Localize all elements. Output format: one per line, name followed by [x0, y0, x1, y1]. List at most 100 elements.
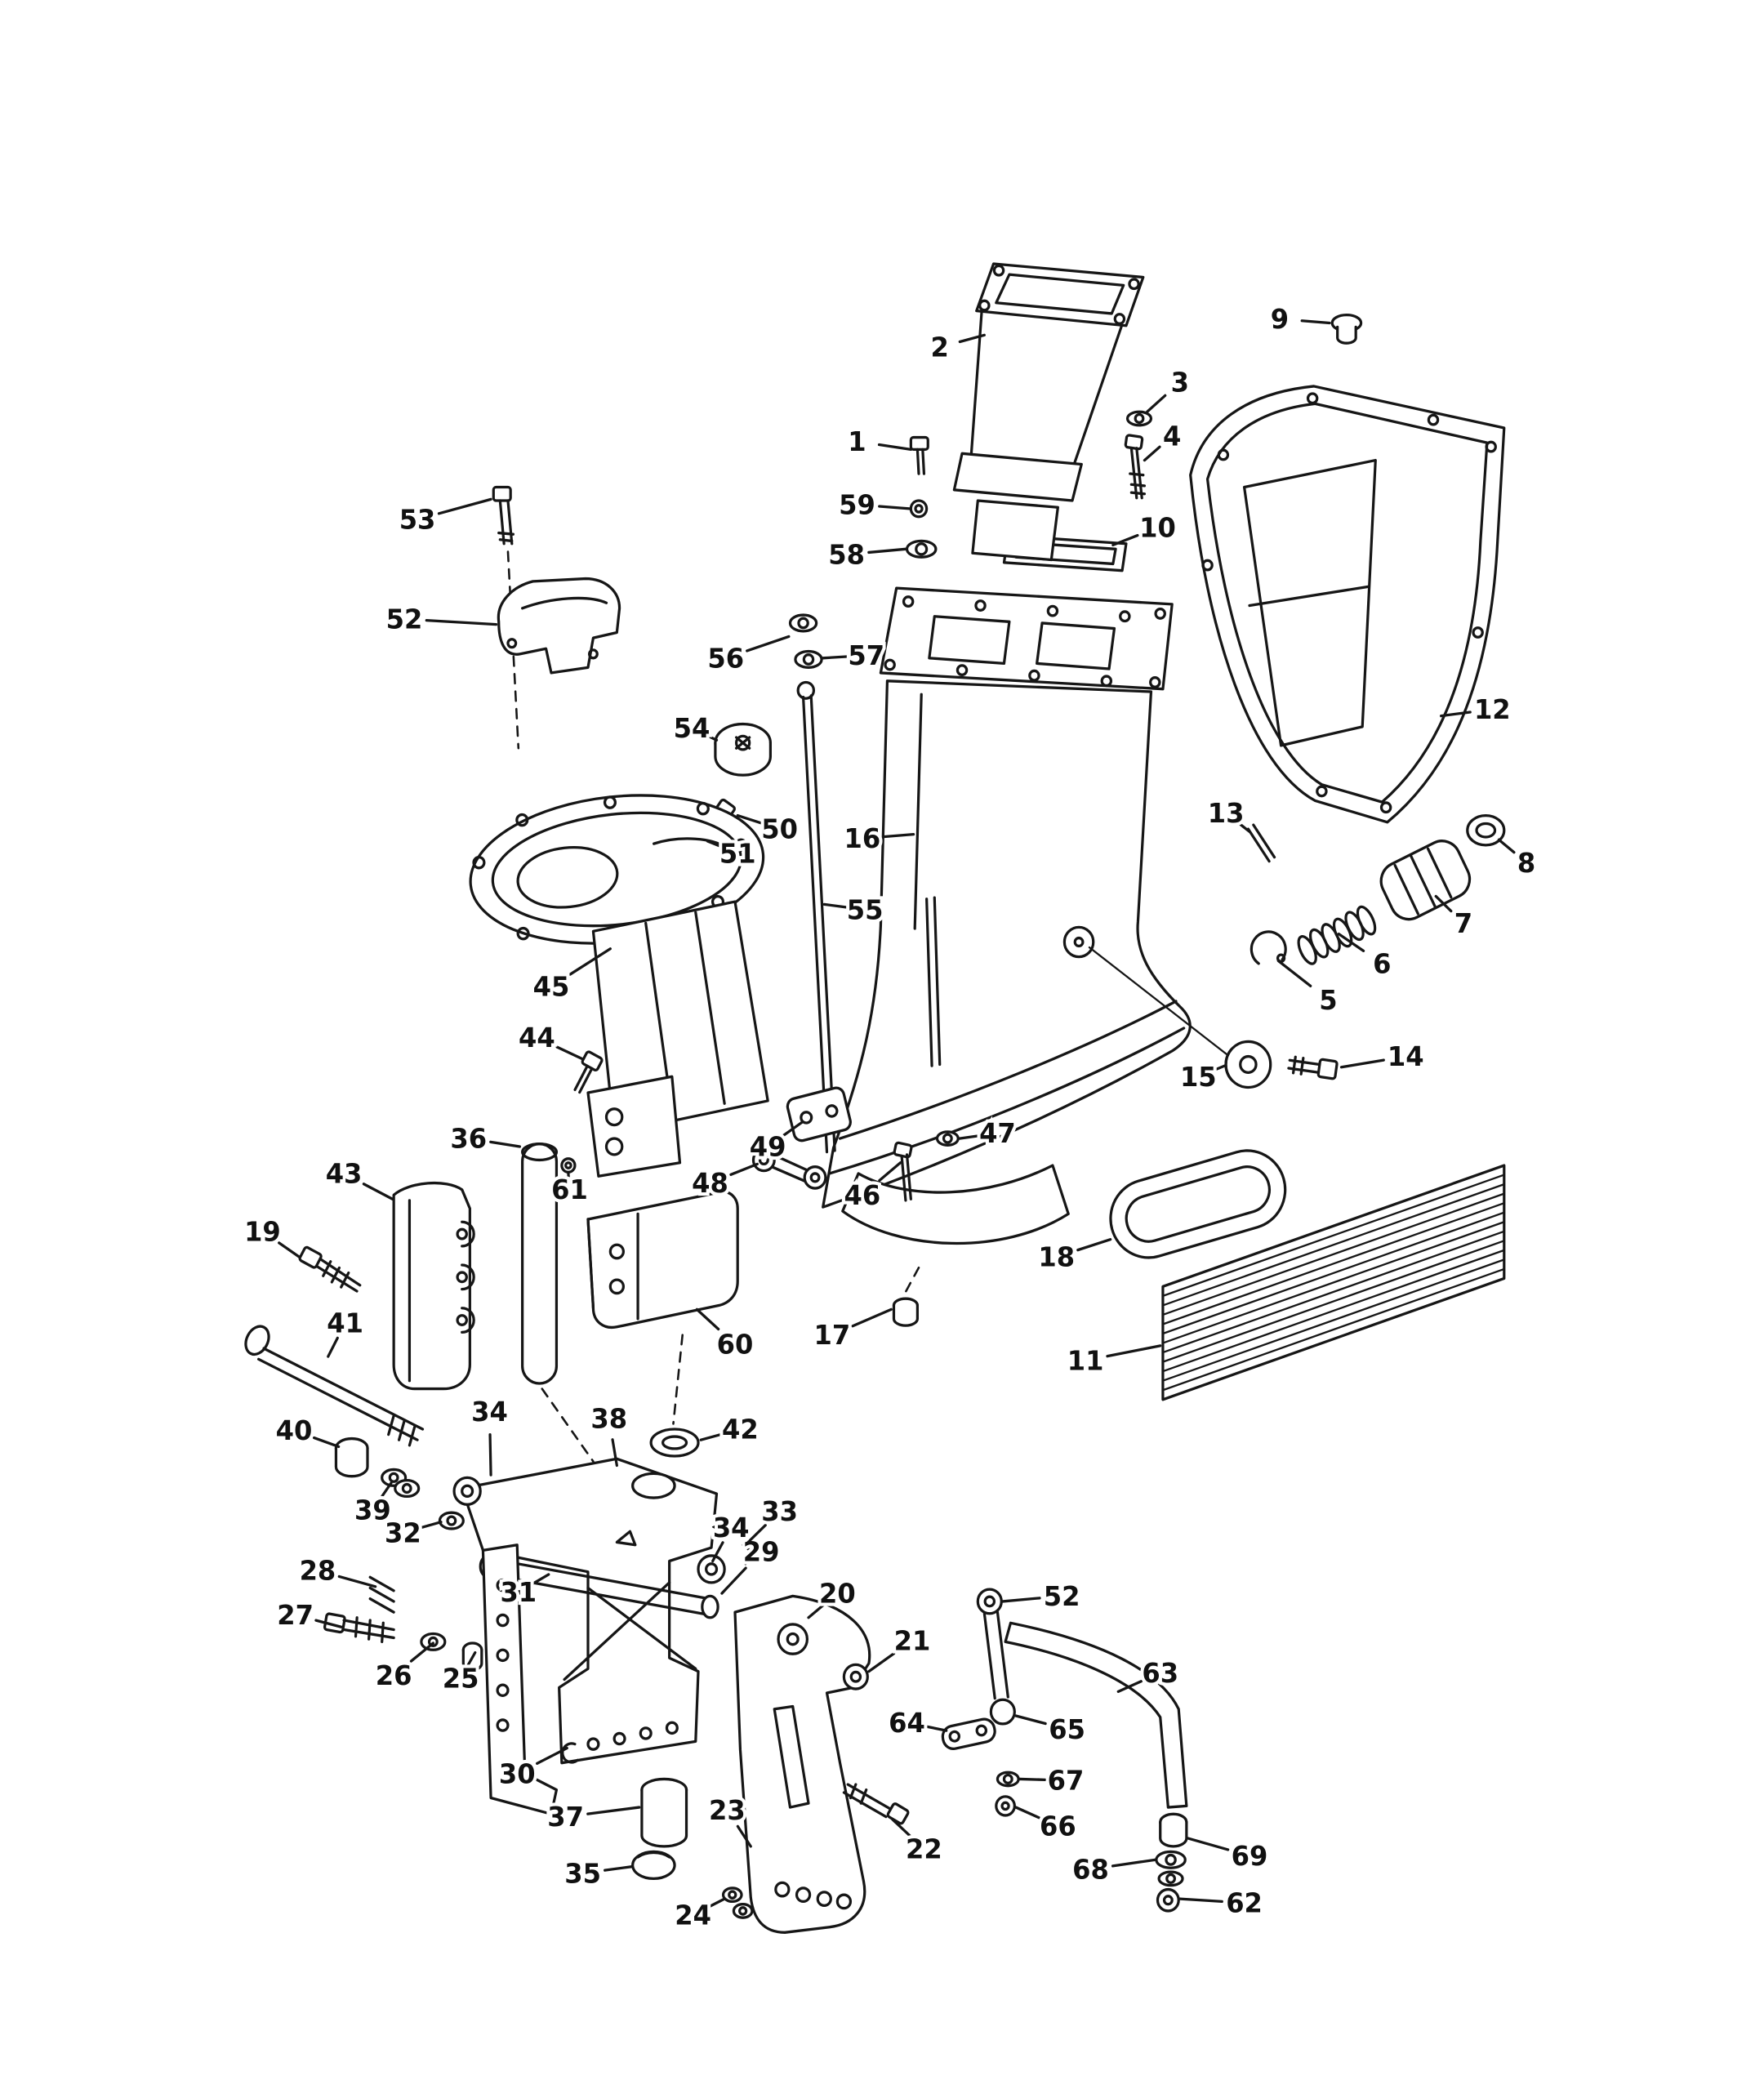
part-59-nut — [909, 499, 929, 519]
part-38-swivel-bracket — [452, 1457, 726, 1765]
callout-leader-68 — [1111, 1858, 1156, 1868]
part-22-bolt — [842, 1783, 910, 1825]
callout-label-53: 53 — [399, 504, 436, 535]
callout-leader-52 — [1001, 1597, 1041, 1603]
callout-leader-34 — [488, 1432, 492, 1477]
callout-leader-16 — [883, 833, 915, 839]
callout-leader-56 — [746, 635, 791, 653]
part-33-clip — [742, 1543, 755, 1566]
callout-label-31: 31 — [500, 1577, 537, 1608]
callout-leader-57 — [822, 655, 849, 660]
callout-leader-45 — [568, 947, 612, 976]
part-48-link — [751, 1147, 827, 1190]
part-35-cap — [631, 1850, 676, 1881]
callout-leader-14 — [1339, 1058, 1385, 1069]
callout-leader-58 — [867, 547, 907, 555]
callout-leader-19 — [278, 1241, 301, 1258]
callout-leader-25 — [466, 1650, 477, 1668]
part-11-striped-plate — [1161, 1164, 1506, 1401]
callout-label-65: 65 — [1049, 1714, 1085, 1745]
callout-label-61: 61 — [551, 1174, 588, 1205]
part-16-driveshaft-housing — [822, 586, 1232, 1245]
callout-label-5: 5 — [1319, 985, 1337, 1016]
callout-label-3: 3 — [1171, 367, 1189, 398]
callout-label-33: 33 — [761, 1496, 798, 1527]
callout-label-51: 51 — [719, 838, 756, 869]
callout-label-30: 30 — [499, 1758, 536, 1789]
part-56-57-washers — [788, 613, 823, 669]
part-20-stern-bracket — [733, 1594, 871, 1934]
callout-label-26: 26 — [376, 1660, 412, 1691]
callout-leader-17 — [851, 1307, 893, 1328]
callout-leader-10 — [1111, 533, 1139, 547]
callout-leader-62 — [1178, 1897, 1223, 1903]
callout-label-17: 17 — [814, 1320, 851, 1351]
callout-label-59: 59 — [839, 489, 875, 520]
callout-leader-43 — [362, 1183, 394, 1200]
callout-label-41: 41 — [327, 1307, 363, 1339]
callout-leader-21 — [867, 1652, 896, 1673]
callout-leader-33 — [746, 1523, 767, 1544]
callout-leader-23 — [736, 1824, 752, 1848]
callout-label-52: 52 — [386, 604, 423, 635]
callout-leader-4 — [1143, 445, 1161, 462]
callout-leader-51 — [706, 840, 726, 849]
part-49-plate — [786, 1086, 852, 1143]
callout-label-32: 32 — [385, 1517, 421, 1548]
part-43-bracket — [392, 1181, 475, 1391]
callout-label-24: 24 — [675, 1900, 711, 1931]
callout-leader-27 — [314, 1619, 343, 1628]
callout-label-20: 20 — [819, 1578, 856, 1609]
callout-label-60: 60 — [717, 1329, 754, 1360]
callout-leader-41 — [327, 1336, 339, 1358]
callout-label-23: 23 — [709, 1795, 746, 1826]
callout-leader-69 — [1186, 1837, 1230, 1851]
callout-leader-36 — [489, 1140, 522, 1148]
steering-link-hardware — [941, 1588, 1020, 1817]
part-13-pin — [1246, 823, 1276, 863]
callout-leader-66 — [1014, 1806, 1040, 1820]
callout-leader-67 — [1018, 1777, 1047, 1782]
part-52-mount-cover — [497, 577, 621, 675]
part-41-through-bolt — [244, 1325, 425, 1447]
callout-label-47: 47 — [979, 1118, 1016, 1149]
callout-leader-20 — [807, 1602, 826, 1619]
callout-label-58: 58 — [828, 539, 865, 570]
callout-label-56: 56 — [707, 643, 744, 674]
part-53-bolt — [492, 485, 515, 546]
callout-leader-30 — [536, 1746, 568, 1765]
callout-leader-5 — [1276, 959, 1312, 988]
callout-label-9: 9 — [1271, 304, 1289, 335]
callout-label-1: 1 — [848, 426, 866, 457]
part-44-bolt — [573, 1050, 604, 1094]
callout-leader-13 — [1235, 820, 1251, 834]
callout-label-48: 48 — [692, 1168, 728, 1199]
callout-label-45: 45 — [533, 971, 570, 1002]
callout-label-6: 6 — [1373, 948, 1391, 979]
callout-label-44: 44 — [519, 1022, 555, 1053]
callout-label-68: 68 — [1072, 1854, 1109, 1885]
part-58-washer — [905, 539, 938, 559]
callout-leader-1 — [877, 443, 912, 452]
part-42-seal — [649, 1428, 700, 1458]
part-47-washer — [935, 1130, 960, 1147]
callout-leader-47 — [958, 1134, 982, 1140]
part-5-circlip — [1250, 930, 1287, 965]
callout-label-16: 16 — [844, 823, 881, 854]
part-21-nut — [842, 1663, 869, 1690]
callout-leader-24 — [706, 1897, 726, 1909]
callout-label-15: 15 — [1180, 1061, 1217, 1092]
callout-label-62: 62 — [1226, 1887, 1263, 1918]
part-60-mount-bracket — [586, 1190, 739, 1330]
tilt-lock-hardware — [323, 1575, 483, 1672]
callout-leader-35 — [604, 1864, 635, 1872]
exploded-parts-drawing: 1234567891011121314151617181920212223242… — [241, 262, 1539, 1935]
part-32-washer — [438, 1511, 465, 1530]
callout-leader-11 — [1106, 1344, 1162, 1358]
callout-label-69: 69 — [1232, 1841, 1268, 1872]
callout-leader-34 — [711, 1541, 724, 1563]
callout-label-19: 19 — [244, 1216, 281, 1247]
callout-label-8: 8 — [1517, 847, 1535, 878]
callout-leader-52 — [425, 618, 498, 626]
